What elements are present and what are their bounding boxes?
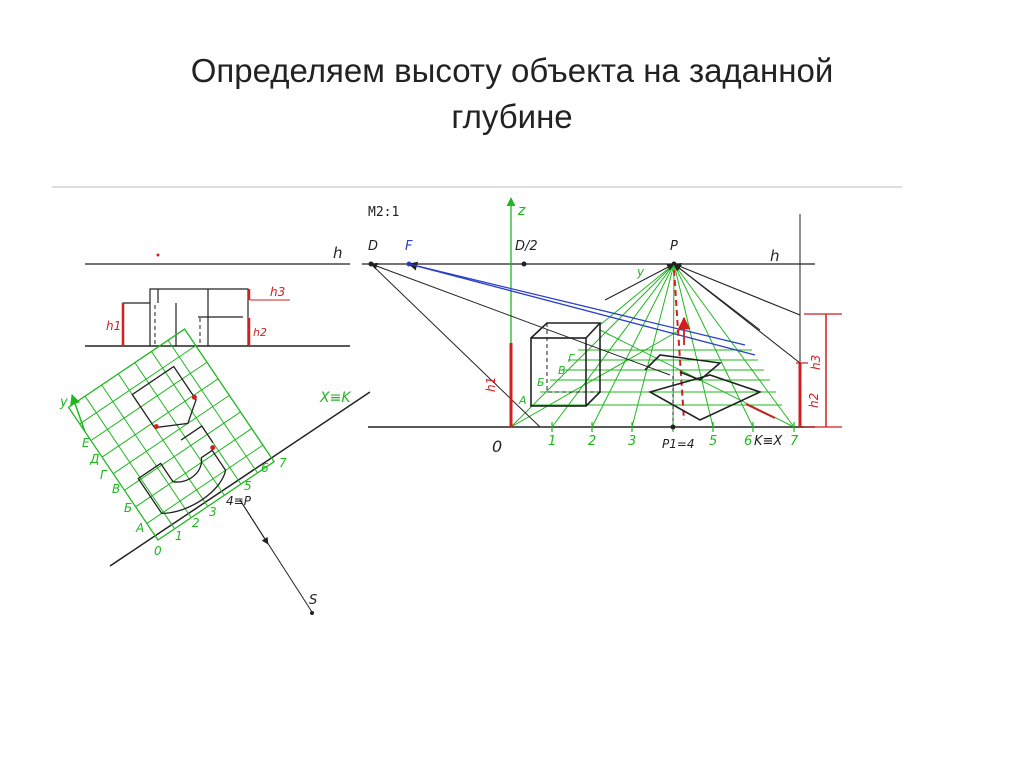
origin-label: 0: [492, 437, 502, 456]
plan-object-outline: [131, 365, 227, 515]
plan-y-axis-arrow: [70, 394, 86, 433]
perspective-view: M2:1 h h z D F D/2 P y: [362, 197, 842, 456]
d-line-2: [370, 263, 541, 428]
plan-xk-label: X≡K: [319, 390, 352, 406]
cube-label-b: Б: [537, 376, 545, 389]
elevation-h3-label: h3: [270, 285, 285, 299]
f-line-2: [408, 263, 746, 346]
point-d-label: D: [368, 239, 378, 254]
perspective-cube: [530, 322, 602, 407]
p-line-h3: [673, 263, 801, 316]
plan-col-label-1: 1: [175, 529, 183, 543]
elevation-red-dot: [156, 253, 160, 257]
ground-object-2: [644, 354, 722, 381]
plan-picture-line: [109, 391, 371, 567]
plan-col-label-2: 2: [192, 516, 200, 530]
right-h2-label: h2: [807, 393, 821, 408]
center-dashed-line: [673, 269, 685, 421]
plan-col-label-6: 6: [261, 461, 269, 475]
point-p1: [670, 424, 676, 430]
base-label-7: 7: [790, 434, 799, 449]
slide-title: Определяем высоту объекта на заданной гл…: [0, 48, 1024, 140]
base-label-1: 1: [548, 434, 556, 449]
cube-front: [530, 337, 587, 407]
point-d2-label: D/2: [515, 239, 538, 254]
scale-label: M2:1: [368, 205, 399, 220]
plan-col-label-4p: 4≡P: [226, 494, 252, 508]
elevation-building-outline: [122, 288, 249, 346]
plan-view: y X≡K E Д Г В Б А 0 1 2 3 4≡P 5 6 7 S: [59, 328, 371, 615]
cube-label-a: А: [518, 394, 527, 407]
plan-sight-arrow: [239, 499, 269, 545]
plan-row-label-e: E: [82, 436, 90, 450]
point-d2: [521, 261, 527, 267]
plan-row-label-d: Д: [89, 452, 99, 466]
plan-point-2: [191, 394, 197, 400]
cube-label-v: В: [558, 364, 566, 377]
title-line-2: глубине: [451, 98, 573, 135]
base-label-3: 3: [628, 434, 636, 449]
ground-object-red: [745, 403, 776, 419]
cube-hidden: [546, 323, 600, 393]
plan-row-label-g: Г: [100, 468, 108, 482]
ground-object-1: [647, 374, 763, 421]
perspective-rays: [510, 263, 795, 428]
title-line-1: Определяем высоту объекта на заданной: [190, 52, 834, 89]
f-line-1: [408, 261, 756, 356]
diagonal-1: [510, 329, 681, 428]
ray-2: [591, 263, 675, 428]
base-label-kx: K≡X: [754, 434, 783, 449]
plan-col-label-7: 7: [279, 456, 287, 470]
cube-label-g: Г: [568, 352, 575, 365]
point-p-label: P: [670, 239, 678, 254]
base-label-p1: P1=4: [662, 437, 695, 451]
p-line-vert: [673, 263, 761, 331]
d-line-1: [370, 262, 671, 376]
ray-7: [673, 263, 795, 428]
ray-5: [673, 263, 714, 428]
p-line-left: [604, 263, 675, 301]
plan-col-label-5: 5: [244, 479, 252, 493]
plan-y-label: y: [59, 395, 68, 410]
elevation-view: h h1 h2 h3: [85, 244, 350, 347]
elevation-h1-label: h1: [106, 319, 121, 333]
elevation-h2-label: h2: [253, 326, 267, 339]
plan-s-label: S: [309, 593, 317, 608]
base-ticks: [551, 422, 795, 432]
z-label: z: [517, 203, 526, 219]
ray-b: [599, 263, 675, 326]
plan-point-3: [210, 445, 216, 451]
plan-row-label-v: В: [112, 482, 120, 496]
right-h3-label: h3: [809, 355, 823, 370]
plan-point-1: [153, 424, 159, 430]
cube-top: [530, 322, 602, 339]
base-label-2: 2: [588, 434, 596, 449]
perspective-y-label: y: [636, 265, 645, 279]
base-label-5: 5: [709, 434, 717, 449]
elevation-h-label: h: [333, 244, 343, 262]
plan-grid: [67, 328, 275, 541]
cube-h1-label: h1: [484, 377, 498, 392]
plan-s-point: [310, 611, 314, 615]
plan-row-label-a: А: [135, 521, 144, 535]
ray-4: [672, 263, 675, 428]
ray-1: [551, 263, 675, 428]
ray-6: [673, 263, 754, 428]
base-label-6: 6: [744, 434, 752, 449]
horizon-h-right: h: [770, 247, 780, 265]
plan-row-label-b: Б: [124, 501, 132, 515]
ray-0: [510, 263, 675, 428]
plan-col-label-3: 3: [209, 505, 217, 519]
point-f-label: F: [405, 239, 413, 254]
plan-grid-lines: [79, 339, 264, 530]
plan-col-label-0: 0: [154, 544, 162, 558]
